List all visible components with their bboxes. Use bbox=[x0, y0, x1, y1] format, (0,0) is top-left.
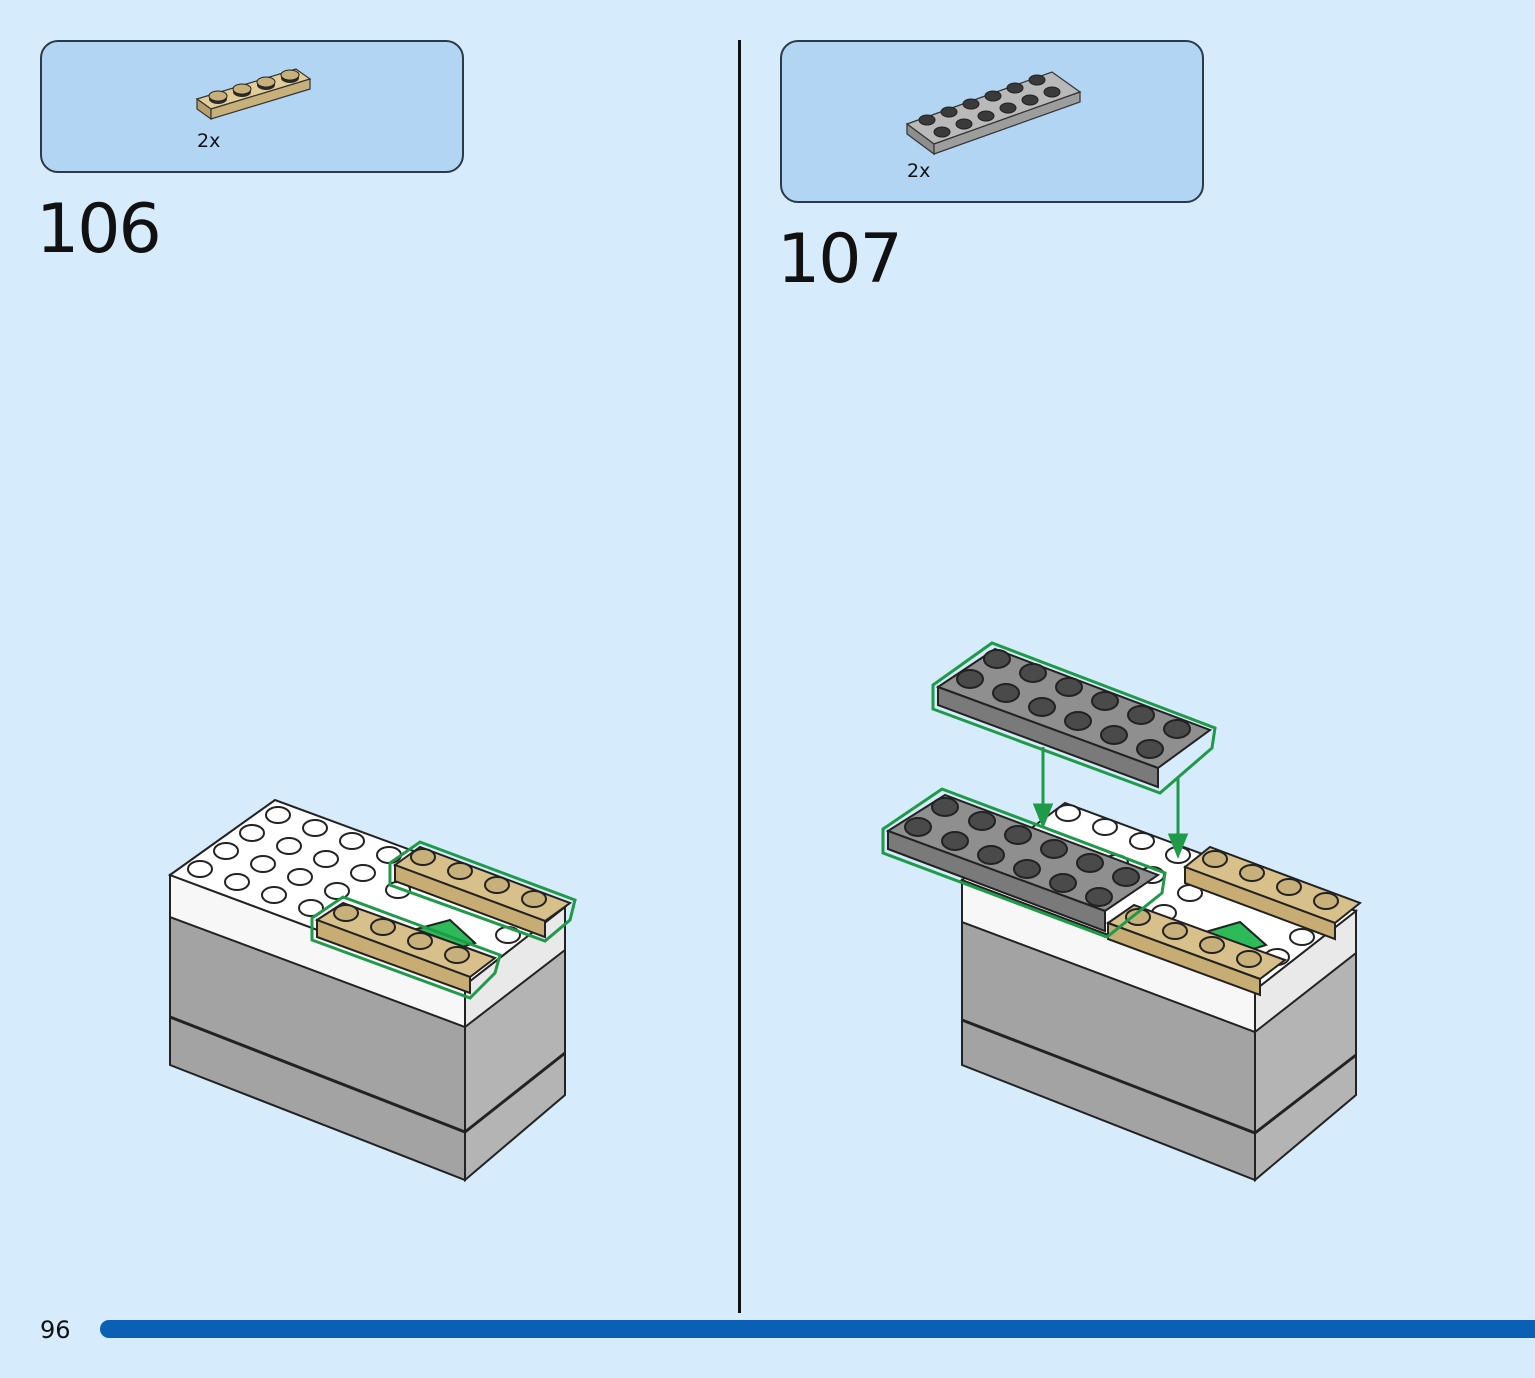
placement-arrow-icon bbox=[1032, 747, 1189, 860]
step-number: 106 bbox=[36, 190, 162, 269]
page-number: 96 bbox=[40, 1316, 71, 1344]
part-quantity: 2x bbox=[197, 130, 221, 152]
assembly-model-step-107 bbox=[881, 641, 1363, 1183]
step-number: 107 bbox=[777, 220, 903, 299]
parts-callout-step-107: 2x bbox=[780, 40, 1204, 203]
parts-callout-step-106: 2x bbox=[40, 40, 464, 173]
progress-bar bbox=[100, 1320, 1535, 1338]
grey-plate-2x6-part-icon bbox=[905, 71, 1082, 156]
tan-plate-1x4-part-icon bbox=[195, 68, 312, 121]
part-quantity: 2x bbox=[907, 160, 931, 182]
step-divider bbox=[738, 40, 741, 1313]
assembly-model-step-106 bbox=[167, 798, 577, 1183]
